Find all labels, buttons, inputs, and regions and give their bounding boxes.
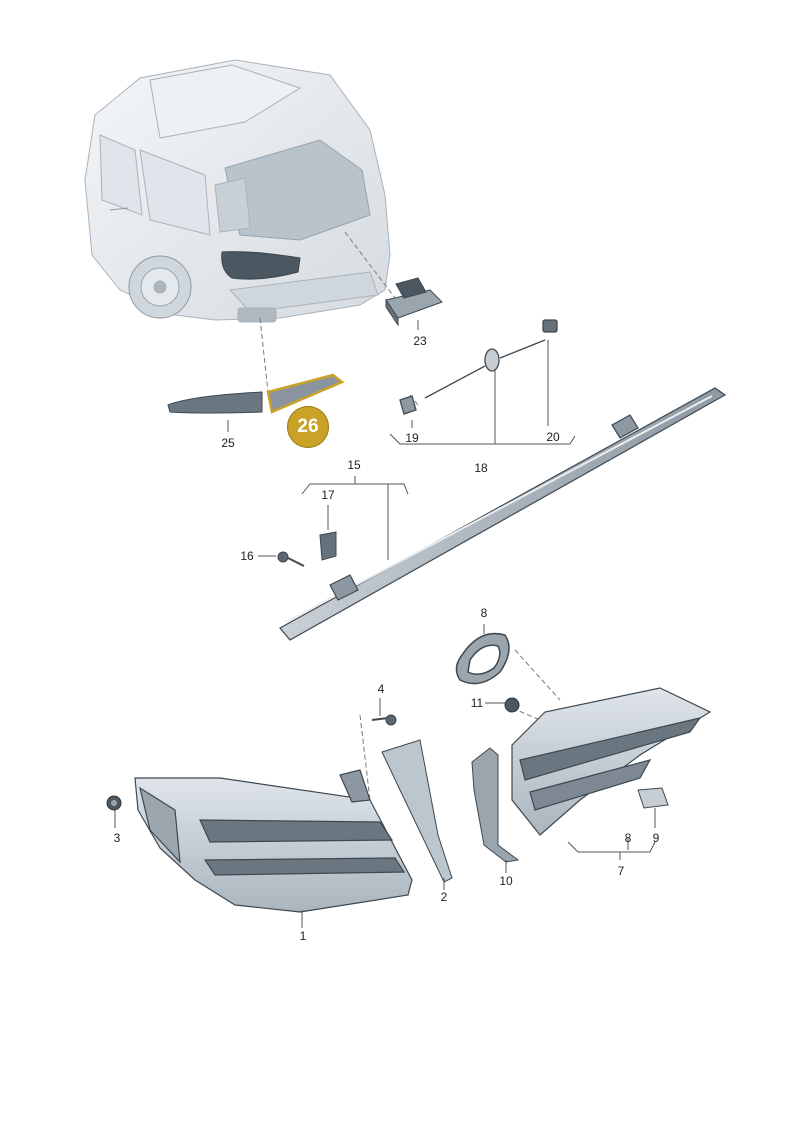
part-3-grommet [106,795,122,811]
callout-8-gasket[interactable]: 8 [480,606,488,620]
callout-11[interactable]: 11 [470,696,484,710]
part-1-tail-lamp [134,769,413,913]
callout-9[interactable]: 9 [652,831,660,845]
part-2-trim [381,739,453,883]
callout-2[interactable]: 2 [440,890,448,904]
callout-3[interactable]: 3 [113,831,121,845]
part-11-nut [504,697,520,713]
part-9-pad [637,787,669,809]
part-4-screw [371,714,397,726]
part-26-badge[interactable]: 26 [287,406,329,448]
callout-10[interactable]: 10 [499,874,513,888]
car-rear-illustration [84,59,391,323]
callout-7[interactable]: 7 [617,864,625,878]
part-16-screw [277,551,305,567]
part-7-inner-lamp [511,687,712,836]
part-18-wiring [399,319,558,415]
part-26-highlighted [266,373,345,414]
part-23-license-lamp [385,277,443,327]
part-25-reflector [167,391,263,414]
leader-lines [259,231,561,801]
callout-25[interactable]: 25 [221,436,235,450]
callout-23[interactable]: 23 [413,334,427,348]
part-10-trim [471,747,520,863]
part-8-gasket [455,632,510,685]
callout-1[interactable]: 1 [299,929,307,943]
callout-15[interactable]: 15 [347,458,361,472]
part-15-trim-strip [279,387,727,641]
callout-16[interactable]: 16 [240,549,254,563]
callout-lines [114,320,656,928]
callout-18[interactable]: 18 [474,461,488,475]
callout-17[interactable]: 17 [321,488,335,502]
callout-19[interactable]: 19 [405,431,419,445]
callout-8-bracket[interactable]: 8 [624,831,632,845]
callout-20[interactable]: 20 [546,430,560,444]
callout-4[interactable]: 4 [377,682,385,696]
part-17-clip [319,531,337,561]
